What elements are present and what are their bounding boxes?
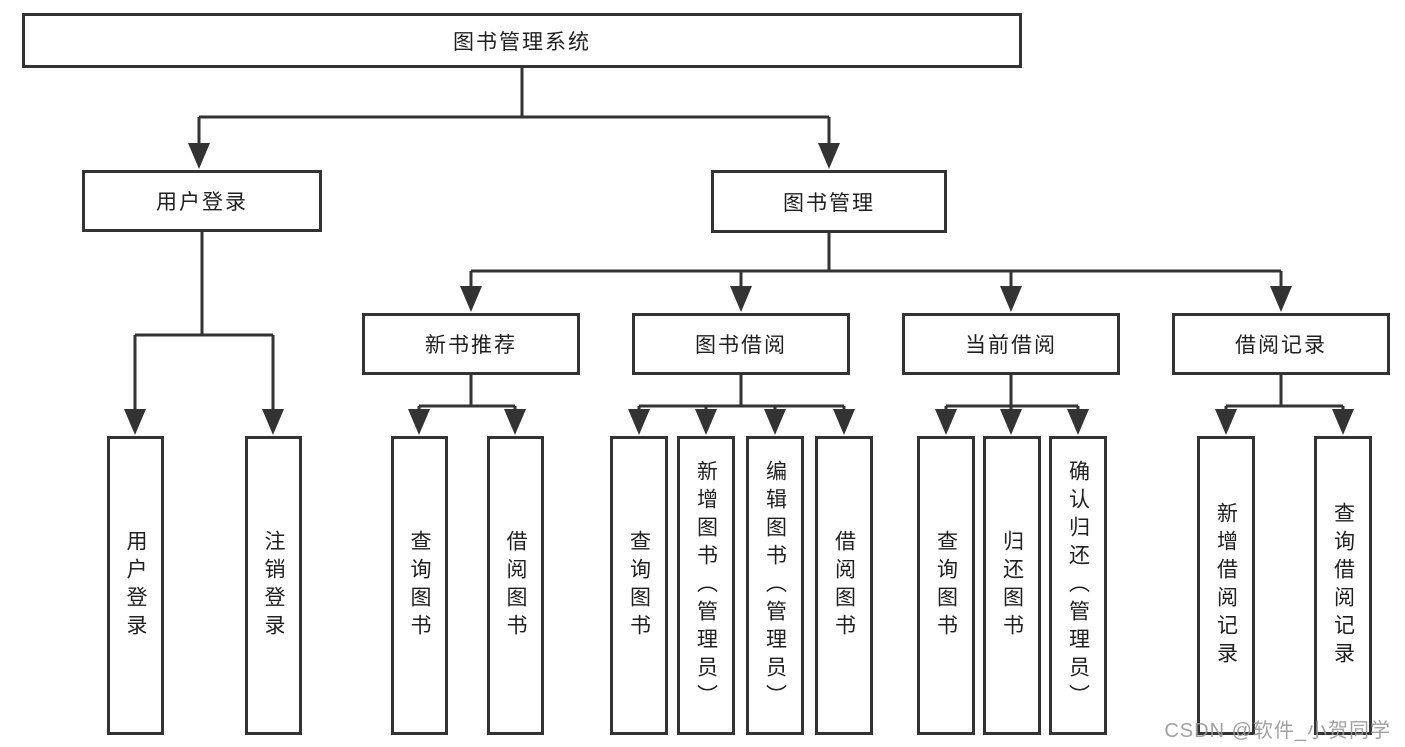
node-label: 注销登录	[262, 529, 286, 642]
node-label: 查询图书	[934, 529, 958, 642]
node-current-borrowing: 当前借阅	[902, 313, 1120, 375]
node-label: 新增图书（管理员）	[694, 459, 718, 712]
leaf-confirm-return-admin: 确认归还（管理员）	[1049, 436, 1107, 735]
node-label: 查询借阅记录	[1331, 501, 1355, 670]
node-label: 借阅图书	[832, 529, 856, 642]
node-label: 当前借阅	[965, 334, 1057, 357]
node-label: 新书推荐	[425, 334, 517, 357]
node-label: 图书管理	[783, 191, 875, 215]
node-book-borrowing: 图书借阅	[632, 313, 850, 375]
node-label: 用户登录	[124, 529, 148, 642]
node-label: 图书借阅	[695, 334, 787, 357]
leaf-query-books-current: 查询图书	[917, 436, 975, 735]
leaf-query-books-recommend: 查询图书	[391, 436, 448, 735]
watermark: CSDN @软件_小贺同学	[1164, 720, 1391, 742]
node-label: 确认归还（管理员）	[1066, 459, 1090, 712]
node-label: 新增借阅记录	[1214, 501, 1238, 670]
leaf-query-borrow-record: 查询借阅记录	[1314, 436, 1372, 735]
node-label: 借阅图书	[504, 529, 528, 642]
node-new-book-recommend: 新书推荐	[362, 313, 580, 375]
leaf-edit-book-admin: 编辑图书（管理员）	[746, 436, 804, 735]
node-label: 查询图书	[408, 529, 432, 642]
leaf-user-login: 用户登录	[107, 436, 164, 735]
node-label: 编辑图书（管理员）	[763, 459, 787, 712]
leaf-borrow-books-recommend: 借阅图书	[487, 436, 544, 735]
leaf-add-book-admin: 新增图书（管理员）	[677, 436, 735, 735]
node-label: 图书管理系统	[453, 30, 591, 54]
node-user-login: 用户登录	[82, 170, 322, 232]
node-book-management: 图书管理	[711, 170, 947, 233]
node-label: 借阅记录	[1235, 334, 1327, 357]
node-label: 归还图书	[1000, 529, 1024, 642]
node-label: 查询图书	[627, 529, 651, 642]
leaf-logout: 注销登录	[245, 436, 302, 735]
node-library-management-system: 图书管理系统	[22, 13, 1022, 68]
leaf-return-books: 归还图书	[983, 436, 1041, 735]
leaf-add-borrow-record: 新增借阅记录	[1197, 436, 1255, 735]
leaf-borrow-books-borrowing: 借阅图书	[815, 436, 873, 735]
node-label: 用户登录	[156, 191, 248, 214]
node-borrow-records: 借阅记录	[1172, 313, 1390, 375]
leaf-query-books-borrowing: 查询图书	[610, 436, 668, 735]
